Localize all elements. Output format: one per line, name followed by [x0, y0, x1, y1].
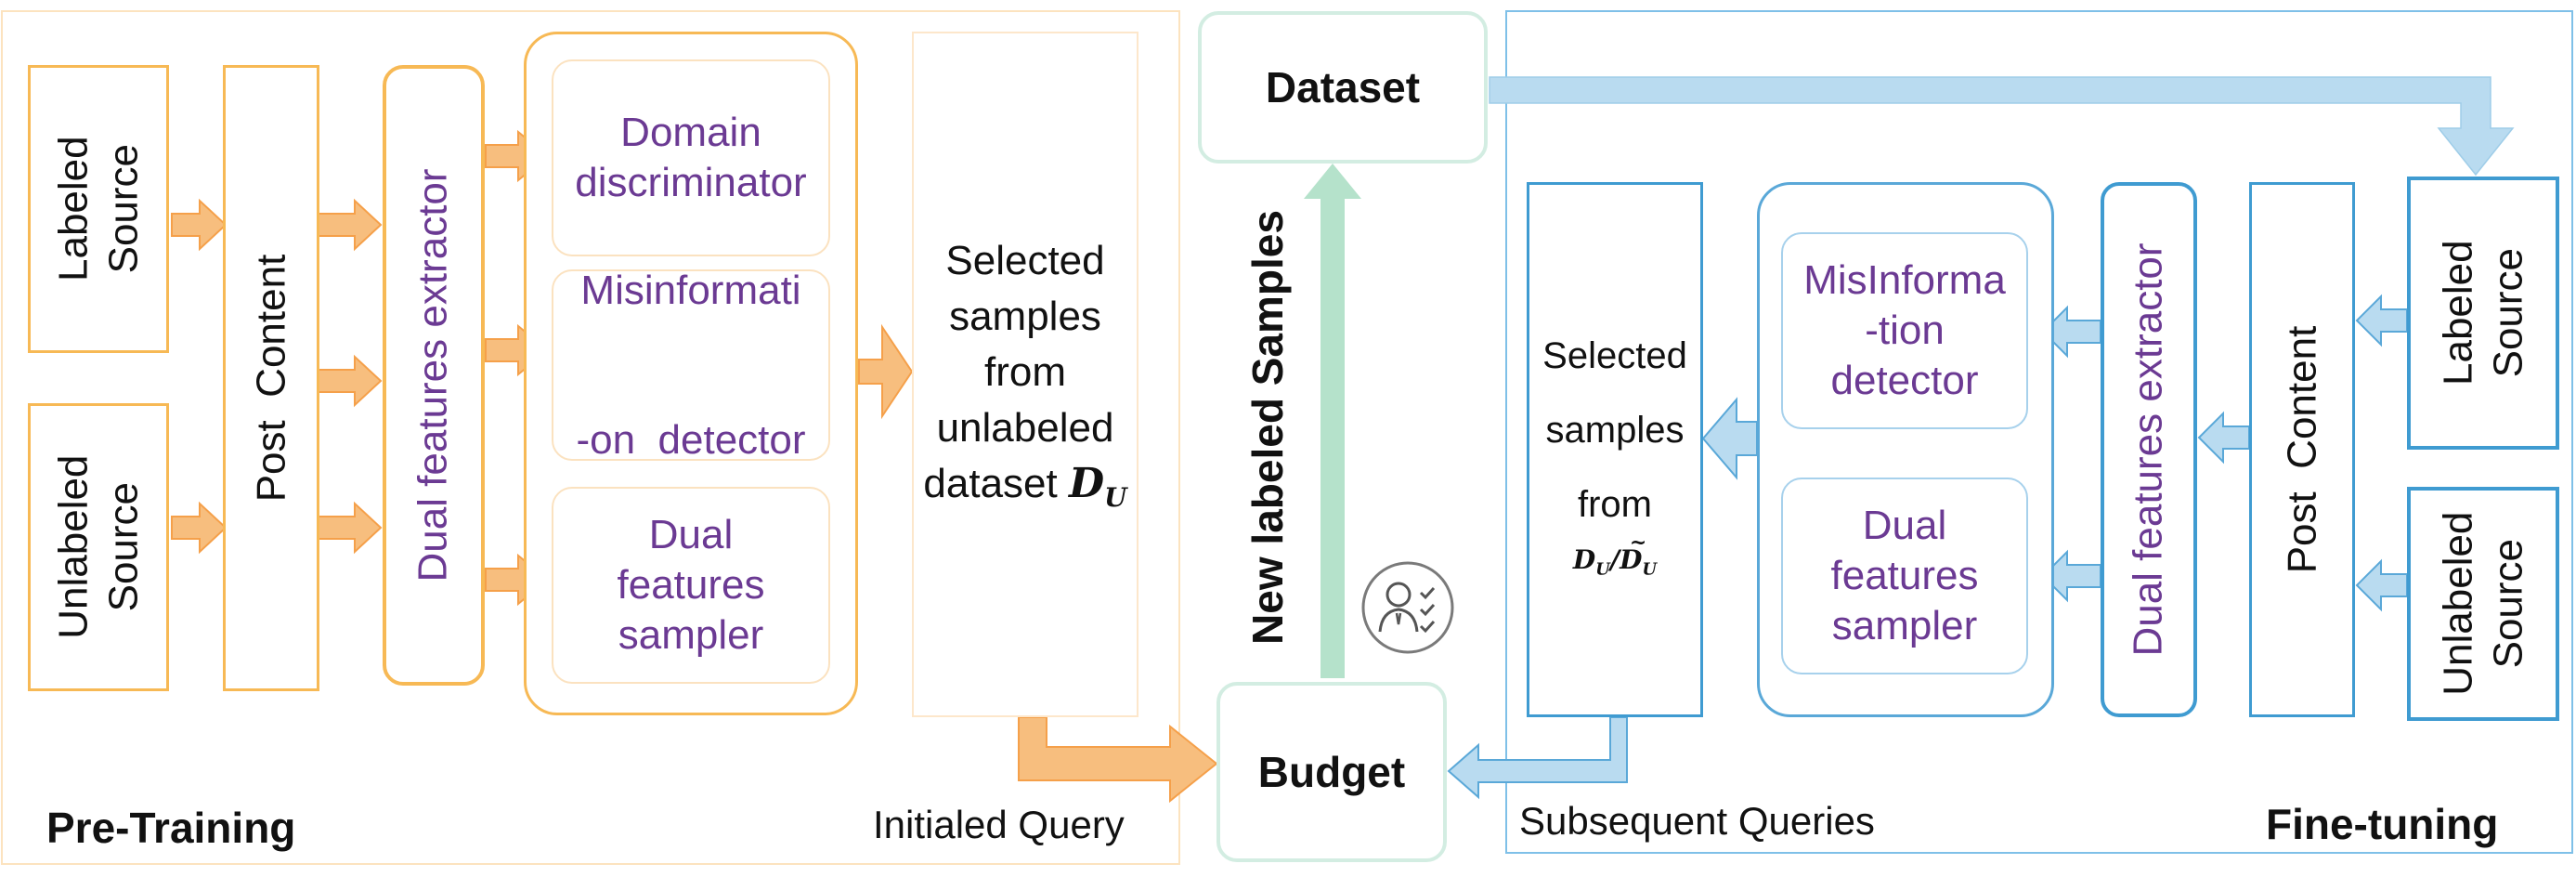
domain-discriminator-box: Domain discriminator	[552, 59, 830, 256]
arrow-post-to-extractor-1	[317, 198, 383, 252]
arrow-modules-to-selected-ft	[1701, 397, 1758, 480]
ft-set-difference: DU/~DU	[1572, 530, 1658, 580]
ft-selected-line-3: from	[1577, 483, 1652, 525]
finetuning-labeled-source-label: Labeled Source	[2433, 241, 2532, 386]
subsequent-queries-label: Subsequent Queries	[1519, 799, 1875, 843]
finetuning-post-content-box: Post Content	[2249, 182, 2355, 717]
finetuning-selected-samples-box: Selected samples from DU/~DU	[1527, 182, 1703, 717]
arrow-extractor-to-sampler-ft	[2041, 549, 2101, 603]
budget-box: Budget	[1216, 682, 1447, 862]
ft-labeled-source-line-1: Labeled	[2435, 240, 2481, 386]
initialed-query-label: Initialed Query	[873, 803, 1125, 846]
selected-samples-line-4: unlabeled	[936, 404, 1114, 451]
pretraining-selected-samples-label: Selected samples from unlabeled dataset …	[923, 233, 1126, 515]
finetuning-panel-label: Fine-tuning	[2266, 800, 2499, 848]
arrow-dataset-to-finetuning	[1489, 76, 2515, 177]
unlabeled-source-line-2: Source	[100, 482, 146, 612]
ft-detector-line-2: -tion	[1865, 308, 1945, 354]
domain-discriminator-line-1: Domain	[620, 110, 761, 156]
pretraining-misinformation-detector-box: Misinformati -on detector	[552, 268, 830, 463]
pretraining-unlabeled-source-box: Unlabeled Source	[28, 403, 169, 691]
arrow-selected-to-budget-ft	[1447, 716, 1628, 800]
misinformation-detector-line-2: -on detector	[576, 416, 806, 463]
annotator-icon	[1361, 561, 1454, 654]
arrow-modules-to-selected	[858, 323, 914, 420]
ft-labeled-source-line-2: Source	[2485, 248, 2531, 378]
finetuning-dual-sampler-label: Dual features sampler	[1831, 501, 1979, 650]
labeled-source-line-2: Source	[100, 144, 147, 274]
finetuning-post-content-label: Post Content	[2279, 325, 2325, 574]
pretraining-modules-group	[524, 32, 858, 715]
pretraining-dual-sampler-label: Dual features sampler	[618, 510, 765, 660]
arrow-extractor-to-detector-ft	[2041, 305, 2101, 359]
unlabeled-source-line-1: Unlabeled	[50, 454, 97, 640]
finetuning-dual-sampler-box: Dual features sampler	[1781, 478, 2028, 674]
arrow-budget-to-dataset-head	[1304, 164, 1361, 199]
selected-samples-line-5: dataset DU	[923, 456, 1126, 516]
pretraining-extractor-box: Dual features extractor	[383, 65, 485, 686]
arrow-unlabeled-to-post-ft	[2355, 558, 2408, 612]
finetuning-misinformation-detector-label: MisInforma -tion detector	[1803, 255, 2006, 405]
pretraining-panel-label: Pre-Training	[46, 804, 296, 852]
dual-sampler-line-1: Dual	[648, 512, 734, 558]
pretraining-labeled-source-box: Labeled Source	[28, 65, 169, 353]
ft-selected-line-1: Selected	[1542, 334, 1687, 376]
ft-sampler-line-2: features	[1830, 553, 1979, 599]
dataset-box: Dataset	[1198, 11, 1488, 164]
pretraining-dual-sampler-box: Dual features sampler	[552, 487, 830, 684]
ft-sampler-line-3: sampler	[1831, 602, 1978, 648]
finetuning-unlabeled-source-box: Unlabeled Source	[2407, 487, 2559, 721]
pretraining-unlabeled-source-label: Unlabeled Source	[48, 455, 148, 639]
finetuning-panel-frame	[1505, 10, 2573, 854]
ft-unlabeled-source-line-2: Source	[2485, 539, 2530, 669]
ft-unlabeled-source-line-1: Unlabeled	[2435, 511, 2481, 697]
finetuning-labeled-source-box: Labeled Source	[2407, 177, 2559, 450]
arrow-labeled-to-post	[171, 198, 228, 252]
dual-sampler-line-3: sampler	[618, 611, 764, 658]
domain-discriminator-label: Domain discriminator	[575, 108, 806, 207]
ft-sampler-line-1: Dual	[1862, 503, 1947, 549]
arrow-selected-to-budget	[1018, 716, 1218, 804]
ft-detector-line-1: MisInforma	[1803, 257, 2006, 304]
pretraining-post-content-box: Post Content	[223, 65, 319, 691]
finetuning-misinformation-detector-box: MisInforma -tion detector	[1781, 232, 2028, 429]
misinformation-detector-line-1: Misinformati	[580, 267, 801, 313]
pretraining-extractor-label: Dual features extractor	[410, 168, 456, 582]
selected-samples-line-3: from	[984, 349, 1066, 396]
new-labeled-samples-label-wrap: New labeled Samples	[1235, 186, 1300, 669]
dual-sampler-line-2: features	[617, 562, 765, 609]
pretraining-panel-frame	[1, 10, 1180, 865]
dataset-label: Dataset	[1265, 63, 1421, 111]
labeled-source-line-1: Labeled	[50, 136, 97, 282]
ft-detector-line-3: detector	[1830, 357, 1979, 403]
finetuning-modules-group	[1757, 182, 2054, 717]
dataset-word: dataset	[923, 460, 1058, 506]
arrow-post-to-extractor-3	[317, 501, 383, 555]
finetuning-arrows	[1447, 294, 2408, 800]
finetuning-extractor-label: Dual features extractor	[2126, 242, 2171, 657]
finetuning-extractor-box: Dual features extractor	[2101, 182, 2197, 717]
budget-label: Budget	[1257, 748, 1406, 796]
center-arrows	[1304, 164, 1361, 678]
ft-selected-line-2: samples	[1545, 409, 1685, 451]
dataset-symbol: DU	[1069, 459, 1127, 513]
domain-discriminator-line-2: discriminator	[575, 160, 807, 205]
arrow-post-to-extractor-2	[317, 354, 383, 408]
new-labeled-samples-label: New labeled Samples	[1243, 210, 1292, 645]
finetuning-unlabeled-source-label: Unlabeled Source	[2433, 512, 2532, 696]
selected-samples-line-2: samples	[949, 294, 1101, 340]
arrow-labeled-to-post-ft	[2355, 294, 2408, 347]
arrow-unlabeled-to-post	[171, 501, 228, 555]
finetuning-selected-samples-label: Selected samples from DU/~DU	[1542, 319, 1687, 582]
pretraining-selected-samples-box: Selected samples from unlabeled dataset …	[912, 32, 1138, 717]
arrow-budget-to-dataset-shaft	[1321, 195, 1345, 678]
selected-samples-line-1: Selected	[945, 238, 1105, 284]
arrow-post-to-extractor-ft	[2197, 411, 2250, 465]
pretraining-post-content-label: Post Content	[248, 254, 294, 503]
pretraining-labeled-source-label: Labeled Source	[48, 137, 148, 282]
pretraining-misinformation-detector-label: Misinformati -on detector	[576, 165, 805, 564]
